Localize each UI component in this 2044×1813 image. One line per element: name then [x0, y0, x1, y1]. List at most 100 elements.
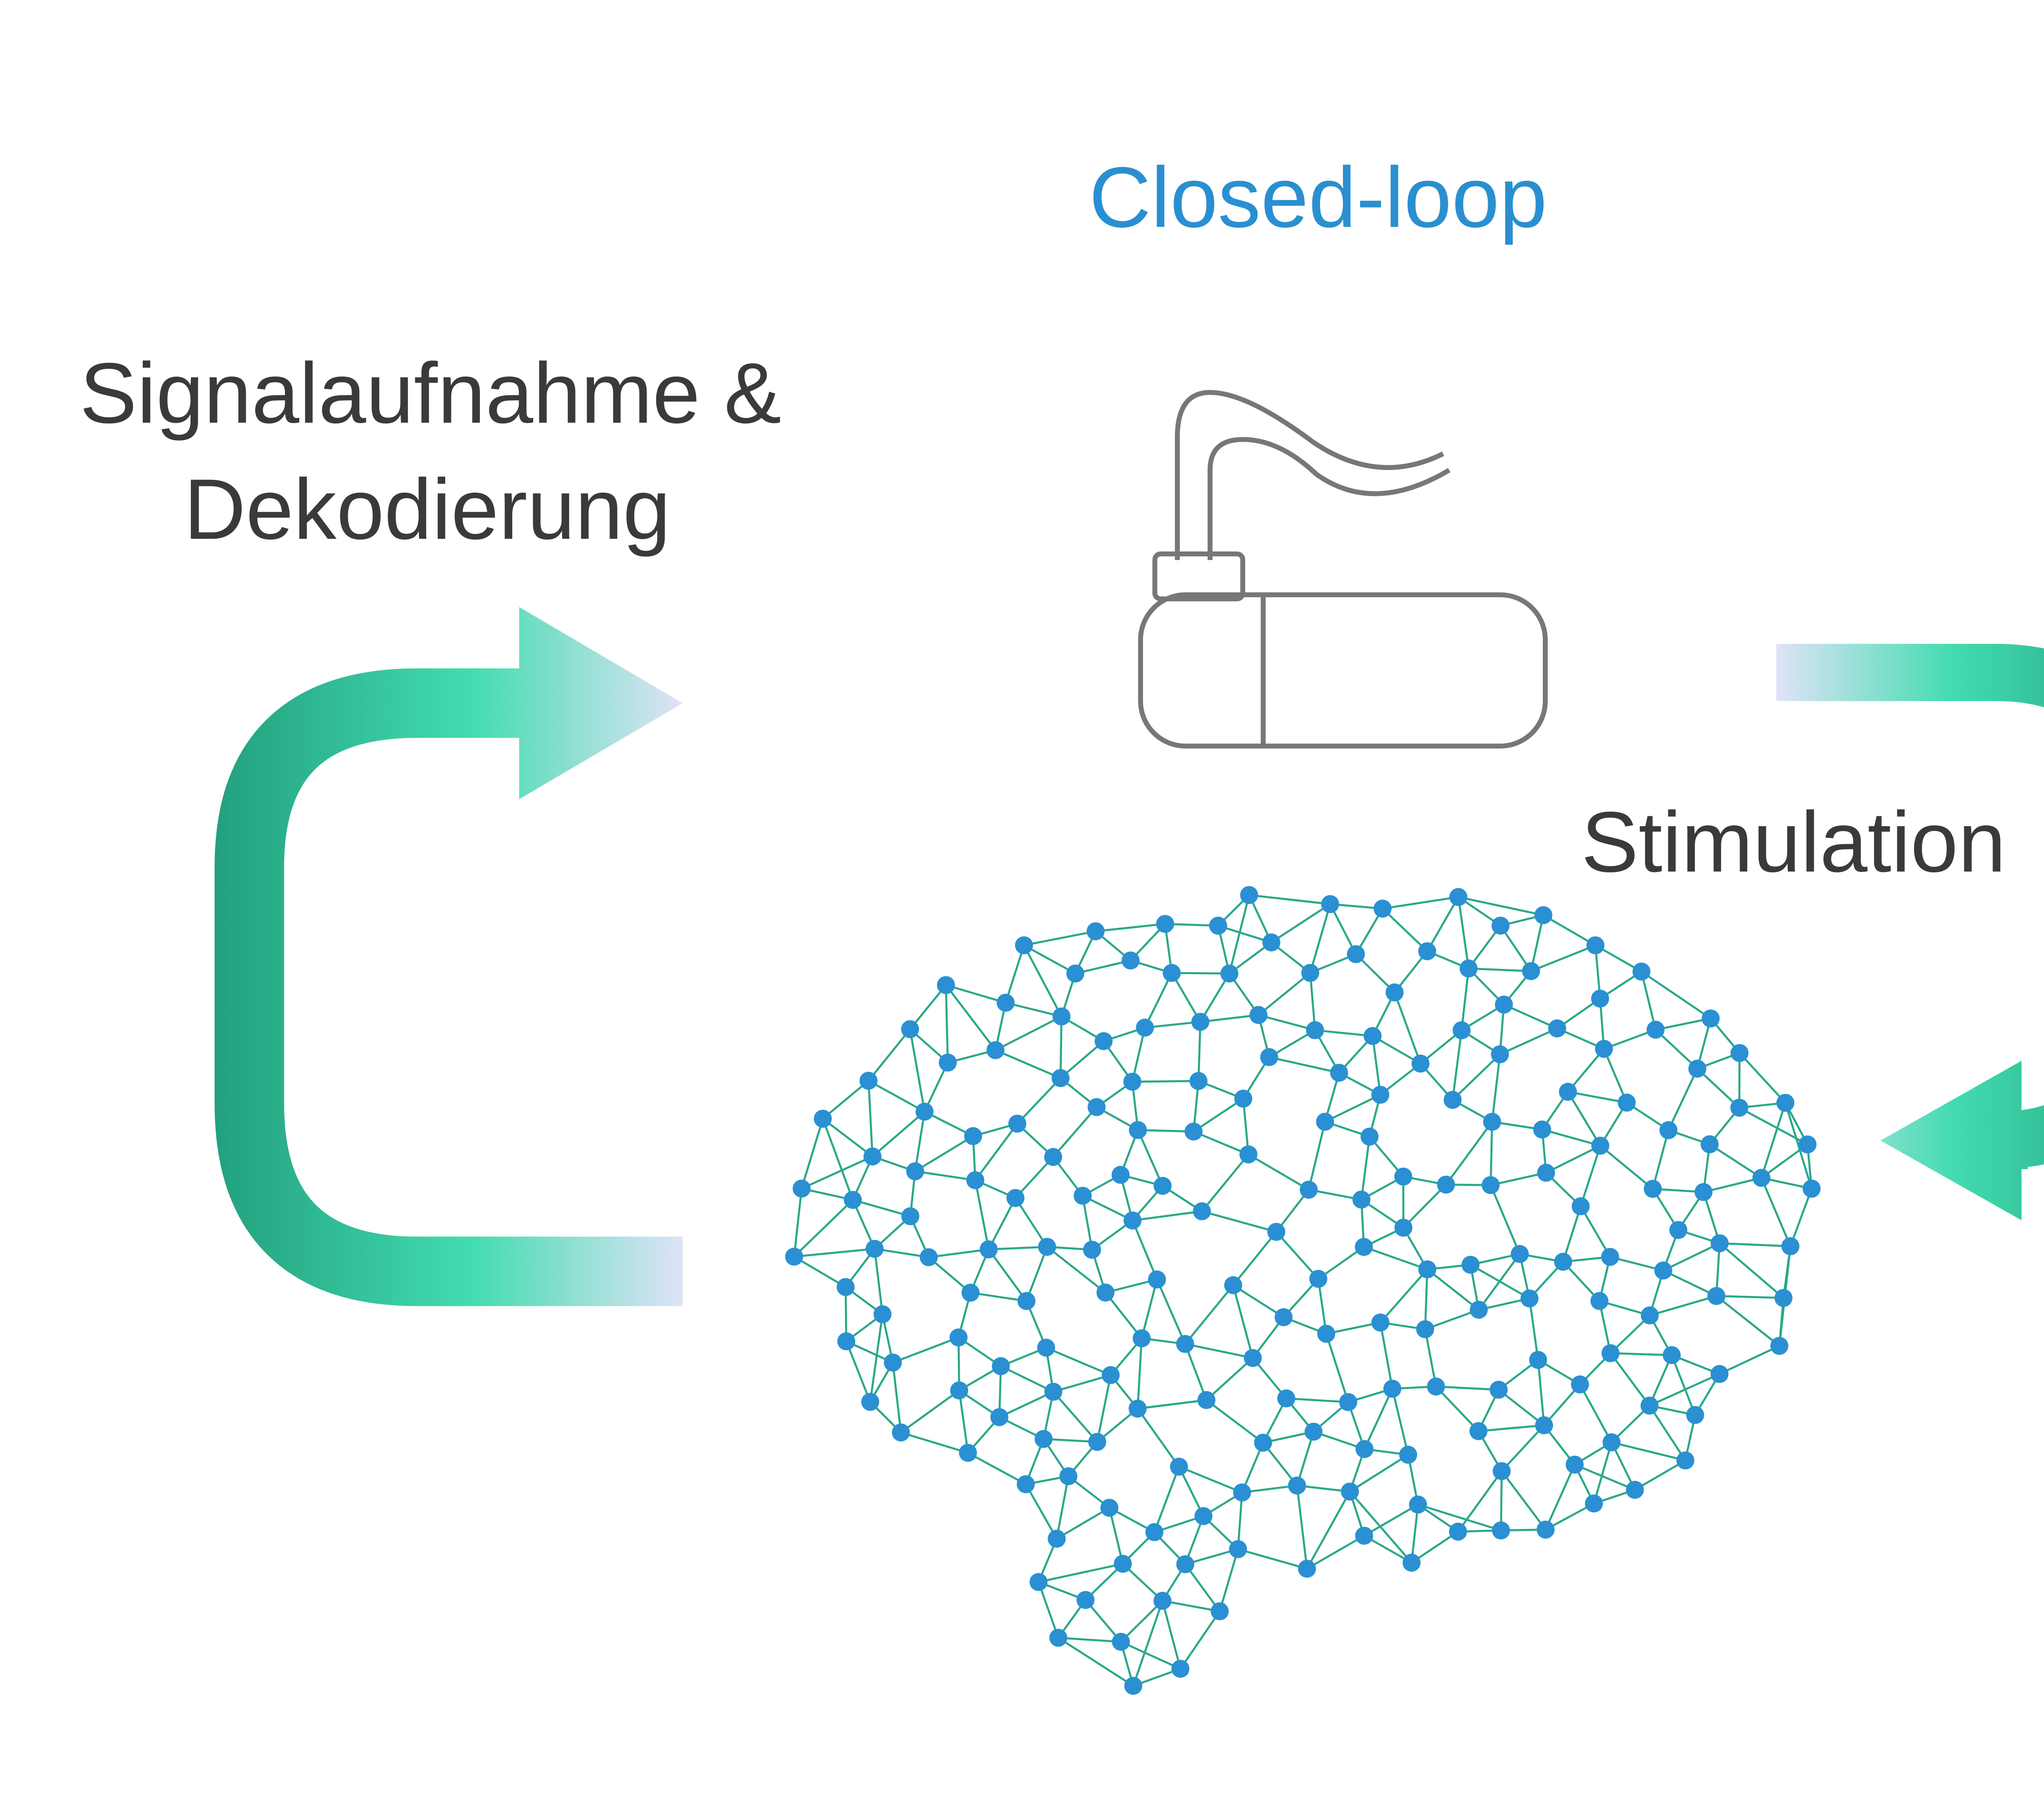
brain-network-edge — [1436, 1387, 1499, 1390]
brain-network-node — [1191, 1013, 1209, 1031]
brain-network-edge — [1018, 1078, 1061, 1123]
brain-network-edge — [1383, 909, 1427, 951]
brain-network-node — [1185, 1123, 1203, 1141]
brain-network-node — [1176, 1335, 1194, 1353]
brain-network-node — [1330, 1064, 1348, 1082]
brain-network-edge — [901, 1432, 968, 1453]
brain-network-edge — [1650, 1296, 1717, 1315]
brain-network-edge — [1024, 931, 1096, 945]
brain-network-node — [1224, 1276, 1242, 1294]
brain-network-node — [1798, 1136, 1816, 1154]
brain-network-node — [1053, 1007, 1071, 1025]
brain-network-node — [1372, 1086, 1390, 1104]
brain-network-edge — [802, 1156, 872, 1189]
brain-network-node — [1644, 1180, 1662, 1198]
brain-network-edge — [1600, 1146, 1653, 1189]
brain-network-node — [1015, 936, 1033, 954]
brain-network-edge — [1206, 1358, 1253, 1400]
brain-network-node — [1572, 1197, 1590, 1215]
brain-network-node — [1537, 1164, 1555, 1182]
brain-network-edge — [1427, 1269, 1479, 1310]
brain-network-edge — [1006, 945, 1024, 1003]
brain-network-node — [1601, 1248, 1619, 1266]
brain-network-node — [1559, 1083, 1577, 1101]
brain-network-node — [1803, 1180, 1821, 1198]
brain-network-node — [1495, 995, 1513, 1013]
brain-network-edge — [1026, 1484, 1057, 1539]
brain-network-node — [1154, 1592, 1172, 1610]
brain-network-node — [1260, 1048, 1278, 1066]
brain-network-node — [1209, 917, 1227, 935]
brain-network-nodes — [785, 886, 1821, 1695]
brain-network-node — [1702, 1009, 1720, 1027]
brain-network-edge — [1452, 1054, 1500, 1100]
brain-network-node — [1383, 1380, 1401, 1398]
brain-network-node — [1659, 1121, 1677, 1139]
brain-network-node — [1566, 1456, 1584, 1474]
brain-network-edge — [1249, 895, 1330, 904]
brain-network-edge — [1490, 1185, 1520, 1254]
brain-network-edge — [1791, 1189, 1812, 1246]
brain-network-edge — [869, 1081, 925, 1112]
brain-network-node — [874, 1305, 892, 1323]
brain-network-node — [1360, 1127, 1378, 1145]
brain-network-node — [1710, 1365, 1728, 1383]
brain-network-node — [950, 1381, 968, 1399]
brain-network-edge — [1163, 1601, 1181, 1669]
brain-network-node — [1771, 1337, 1788, 1355]
brain-network-edge — [901, 1390, 959, 1432]
brain-network-node — [964, 1127, 982, 1145]
brain-network-node — [937, 976, 955, 994]
brain-network-edge — [989, 1249, 1026, 1301]
brain-network-node — [1753, 1169, 1771, 1187]
brain-network-node — [1686, 1406, 1704, 1424]
brain-network-edge — [975, 1180, 989, 1249]
brain-network-node — [1776, 1094, 1794, 1112]
brain-network-node — [1522, 962, 1540, 980]
brain-network-node — [865, 1240, 883, 1258]
brain-network-edge — [1538, 1360, 1544, 1425]
brain-network-node — [1641, 1396, 1659, 1414]
brain-network-node — [1123, 1211, 1141, 1229]
brain-network-node — [1154, 1177, 1172, 1195]
brain-network-edge — [1717, 1296, 1780, 1346]
brain-network-edge — [1096, 924, 1165, 931]
loop-arrow-right-icon — [249, 607, 683, 1271]
brain-network-edge — [1468, 968, 1531, 971]
brain-network-node — [1364, 1027, 1382, 1045]
brain-network-node — [1670, 1221, 1688, 1239]
brain-network-node — [1483, 1113, 1501, 1131]
brain-network-node — [1088, 1433, 1106, 1451]
brain-network-node — [1418, 1260, 1436, 1278]
brain-network-node — [1374, 900, 1392, 918]
brain-network-node — [1300, 1181, 1318, 1199]
brain-network-edge — [1185, 1344, 1206, 1400]
brain-network-node — [1306, 1021, 1324, 1039]
brain-network-node — [1372, 1313, 1390, 1331]
brain-network-node — [1399, 1446, 1417, 1464]
brain-network-node — [1048, 1530, 1066, 1548]
brain-network-node — [1548, 1020, 1566, 1038]
brain-network-edge — [1326, 1334, 1348, 1402]
brain-network-edge — [1350, 1455, 1408, 1492]
brain-network-edge — [1739, 1053, 1785, 1103]
brain-network-edge — [1057, 1476, 1068, 1539]
brain-network-node — [837, 1278, 855, 1296]
brain-network-node — [1095, 1032, 1113, 1050]
brain-network-edge — [1053, 1107, 1096, 1157]
brain-network-node — [1051, 1069, 1069, 1087]
brain-network-edge — [1276, 1232, 1318, 1279]
brain-network-edge — [1233, 1232, 1276, 1285]
brain-network-node — [1211, 1602, 1229, 1620]
brain-network-node — [1493, 1462, 1511, 1480]
brain-network-edge — [1611, 1353, 1672, 1355]
brain-network-node — [1470, 1422, 1488, 1440]
brain-network-edge — [959, 1390, 968, 1453]
brain-network-node — [1304, 1423, 1322, 1441]
brain-network-node — [1197, 1391, 1215, 1409]
brain-network-node — [1190, 1072, 1208, 1090]
brain-network-node — [1394, 1219, 1412, 1237]
brain-network-edge — [946, 985, 995, 1050]
brain-network-node — [1591, 1292, 1609, 1310]
brain-network-node — [860, 1072, 878, 1090]
